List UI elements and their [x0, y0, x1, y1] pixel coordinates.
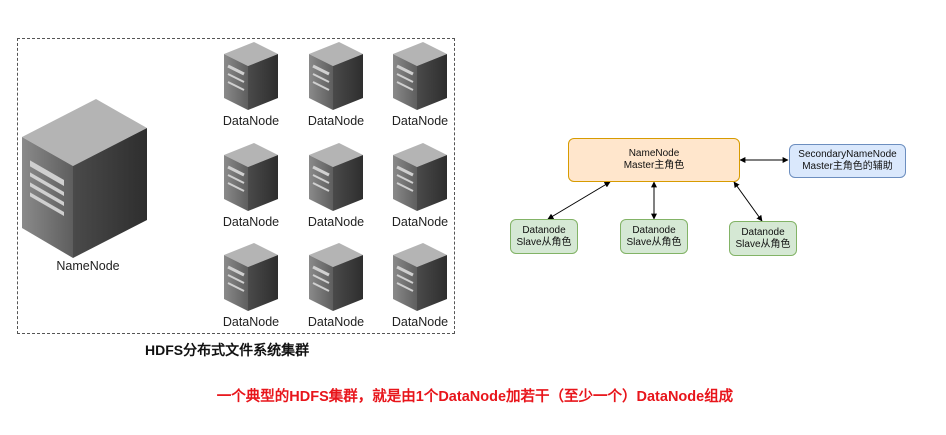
datanode-server-icon [309, 243, 363, 311]
datanode-box-1: Datanode Slave从角色 [510, 219, 578, 254]
datanode-role: Slave从角色 [516, 236, 572, 248]
nn-datanode1-arrow [547, 181, 611, 220]
datanode-title: Datanode [632, 224, 676, 236]
datanode-server-icon [224, 143, 278, 211]
datanode-label: DataNode [391, 114, 449, 128]
datanode-server-icon [224, 42, 278, 110]
namenode-label: NameNode [56, 259, 120, 273]
datanode-box-2: Datanode Slave从角色 [620, 219, 688, 254]
namenode-box: NameNode Master主角色 [568, 138, 740, 182]
datanode-label: DataNode [222, 114, 280, 128]
cluster-box [17, 38, 455, 334]
namenode-role: Master主角色 [623, 160, 685, 171]
secondary-title: SecondaryNameNode [798, 149, 897, 160]
datanode-label: DataNode [307, 315, 365, 329]
datanode-server-icon [309, 42, 363, 110]
datanode-server-icon [224, 243, 278, 311]
datanode-label: DataNode [222, 315, 280, 329]
datanode-title: Datanode [741, 226, 785, 238]
datanode-role: Slave从角色 [735, 238, 791, 250]
summary-note: 一个典型的HDFS集群，就是由1个DataNode加若干（至少一个）DataNo… [216, 389, 734, 405]
datanode-server-icon [393, 143, 447, 211]
datanode-server-icon [309, 143, 363, 211]
cluster-caption: HDFS分布式文件系统集群 [145, 342, 310, 358]
datanode-title: Datanode [522, 224, 566, 236]
datanode-server-icon [393, 243, 447, 311]
datanode-role: Slave从角色 [626, 236, 682, 248]
secondary-namenode-box: SecondaryNameNode Master主角色的辅助 [789, 144, 906, 178]
datanode-label: DataNode [391, 215, 449, 229]
nn-datanode3-arrow [733, 181, 763, 222]
datanode-box-3: Datanode Slave从角色 [729, 221, 797, 256]
datanode-label: DataNode [222, 215, 280, 229]
namenode-server-icon [22, 99, 147, 258]
secondary-role: Master主角色的辅助 [802, 161, 893, 172]
datanode-label: DataNode [307, 215, 365, 229]
datanode-server-icon [393, 42, 447, 110]
datanode-label: DataNode [307, 114, 365, 128]
datanode-label: DataNode [391, 315, 449, 329]
namenode-title: NameNode [628, 148, 680, 159]
